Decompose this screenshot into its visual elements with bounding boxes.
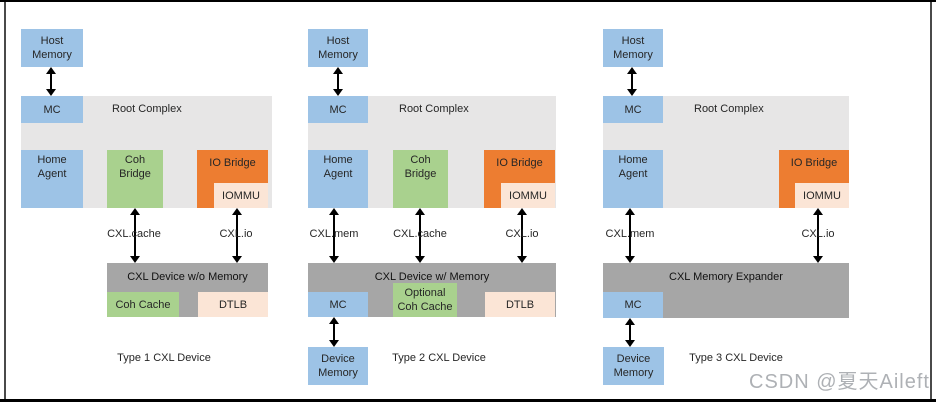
coh-cache-box: Coh Cache: [107, 292, 179, 317]
iommu-box: IOMMU: [501, 183, 555, 208]
cxl-io-link-label: CXL.io: [505, 228, 539, 240]
frame-right-border: [930, 2, 932, 399]
cxl-cache-link-label: CXL.cache: [107, 228, 161, 240]
panel-type2-title: Type 2 CXL Device: [392, 352, 486, 364]
cxl-device-title: CXL Memory Expander: [669, 271, 783, 283]
mc-box: MC: [21, 96, 83, 123]
home-agent-box: Home Agent: [21, 150, 83, 208]
device-memory-box: Device Memory: [603, 347, 664, 385]
host-memory-box: Host Memory: [603, 29, 663, 67]
device-mc-box: MC: [603, 292, 663, 318]
frame-top-border: [0, 0, 936, 2]
cxl-mem-arrow-icon: [329, 208, 339, 263]
iommu-box: IOMMU: [795, 183, 849, 208]
cxl-cache-link-label: CXL.cache: [393, 228, 447, 240]
mc-box: MC: [603, 96, 663, 123]
cxl-device-title: CXL Device w/o Memory: [127, 271, 248, 283]
home-agent-box: Home Agent: [308, 150, 368, 208]
coh-bridge-box: Coh Bridge: [107, 150, 163, 208]
dtlb-box: DTLB: [198, 292, 268, 317]
cxl-io-arrow-icon: [813, 208, 823, 263]
cxl-io-link-label: CXL.io: [219, 228, 253, 240]
mc-box: MC: [308, 96, 368, 123]
cxl-io-arrow-icon: [232, 208, 242, 263]
host-memory-mc-arrow-icon: [627, 67, 637, 96]
cxl-cache-arrow-icon: [130, 208, 140, 263]
host-memory-box: Host Memory: [21, 29, 83, 67]
panel-type3-title: Type 3 CXL Device: [689, 352, 783, 364]
dtlb-box: DTLB: [485, 292, 555, 317]
cxl-cache-arrow-icon: [415, 208, 425, 263]
csdn-watermark: CSDN @夏天Aileft: [749, 371, 930, 393]
host-memory-mc-arrow-icon: [333, 67, 343, 96]
device-mc-box: MC: [308, 292, 368, 317]
root-complex-label: Root Complex: [399, 103, 469, 115]
cxl-mem-arrow-icon: [625, 208, 635, 263]
cxl-io-link-label: CXL.io: [801, 228, 835, 240]
coh-bridge-box: Coh Bridge: [393, 150, 448, 208]
home-agent-box: Home Agent: [603, 150, 663, 208]
root-complex-label: Root Complex: [694, 103, 764, 115]
cxl-mem-link-label: CXL.mem: [605, 228, 655, 240]
cxl-device-title: CXL Device w/ Memory: [374, 271, 490, 283]
frame-left-border: [4, 2, 6, 399]
host-memory-mc-arrow-icon: [46, 67, 56, 96]
host-memory-box: Host Memory: [308, 29, 368, 67]
panel-type1-title: Type 1 CXL Device: [117, 352, 211, 364]
root-complex-label: Root Complex: [112, 103, 182, 115]
mc-device-memory-arrow-icon: [329, 317, 339, 347]
iommu-box: IOMMU: [214, 183, 268, 208]
frame-bottom-border: [0, 399, 936, 402]
device-memory-box: Device Memory: [308, 347, 368, 385]
cxl-io-arrow-icon: [517, 208, 527, 263]
optional-coh-cache-box: Optional Coh Cache: [393, 283, 457, 317]
cxl-mem-link-label: CXL.mem: [309, 228, 359, 240]
mc-device-memory-arrow-icon: [625, 318, 635, 347]
